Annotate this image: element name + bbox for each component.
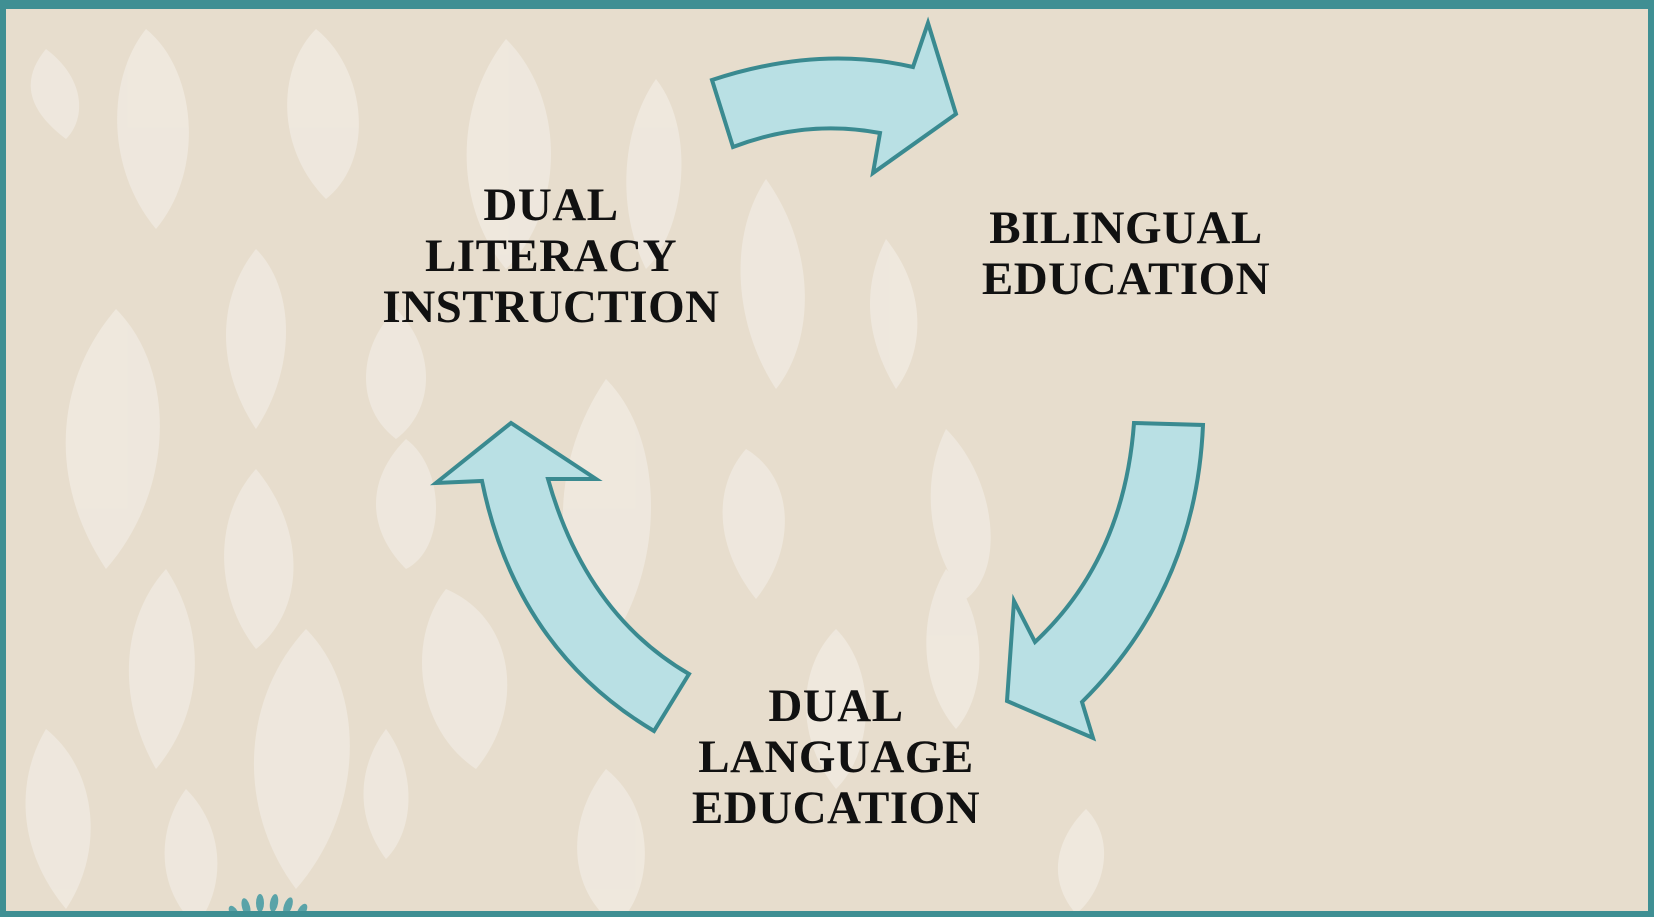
node-dual-literacy-instruction: DUAL LITERACY INSTRUCTION (366, 180, 736, 333)
node-label-line: EDUCATION (691, 782, 981, 834)
node-label-line: EDUCATION (981, 253, 1271, 305)
node-bilingual-education: BILINGUAL EDUCATION (956, 203, 1296, 305)
cycle-arrow-dual-language-to-literacy (429, 420, 692, 734)
node-label-line: LANGUAGE (698, 731, 974, 783)
node-label-line: DUAL (483, 179, 619, 231)
node-label-line: INSTRUCTION (382, 281, 720, 333)
cycle-arrow-literacy-to-bilingual (709, 16, 959, 178)
cycle-arrow-bilingual-to-dual-language (1004, 420, 1206, 742)
foliage-ornament-icon (228, 894, 308, 911)
node-dual-language-education: DUAL LANGUAGE EDUCATION (666, 681, 1006, 834)
node-label-line: DUAL (768, 680, 904, 732)
leaf-pattern (25, 29, 1105, 911)
node-label-line: BILINGUAL (989, 202, 1263, 254)
diagram-canvas (25, 16, 1206, 911)
node-label-line: LITERACY (424, 230, 678, 282)
